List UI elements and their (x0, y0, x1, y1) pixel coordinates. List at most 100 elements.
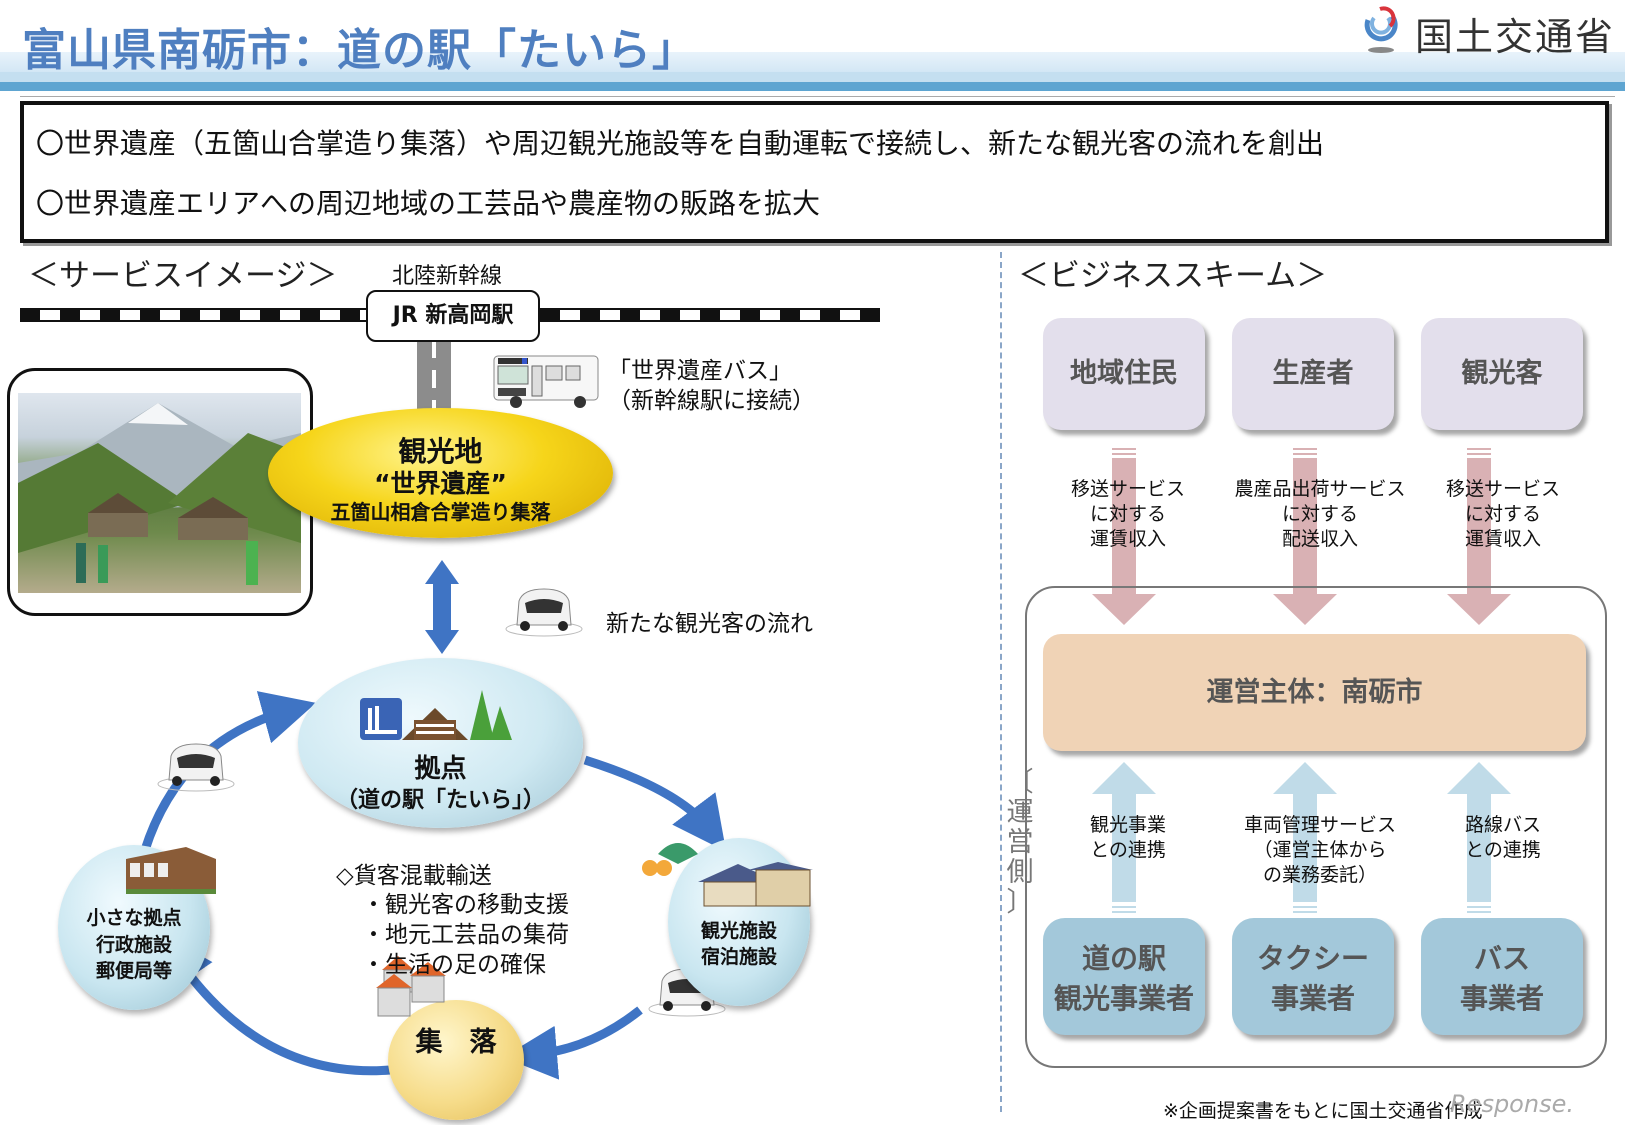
hub-title: 拠点 (414, 754, 467, 784)
arrow-tourism-to-village (503, 1006, 643, 1080)
destination-name: 五箇山相倉合掌造り集落 (330, 500, 551, 524)
new-flow-label: 新たな観光客の流れ (606, 611, 813, 637)
operator-line: 事業者 (1459, 981, 1544, 1015)
station-box: JR 新高岡駅 (366, 290, 540, 342)
summary-line: 〇世界遺産エリアへの周辺地域の工芸品や農産物の販路を拡大 (36, 187, 821, 220)
ministry-name: 国土交通省 (1415, 15, 1616, 59)
mlit-logo-icon (1364, 6, 1398, 53)
village-photo-frame (7, 368, 313, 616)
summary-line: 〇世界遺産（五箇山合掌造り集落）や周辺観光施設等を自動運転で接続し、新たな観光客… (36, 127, 1325, 160)
destination-subtitle: “世界遺産” (374, 469, 507, 498)
stakeholder-tourists: 観光客 (1421, 318, 1583, 430)
revenue-arrow (1092, 448, 1156, 625)
revenue-label-line: 移送サービス (1070, 478, 1185, 500)
support-label-line: との連携 (1465, 839, 1541, 861)
support-label-line: 車両管理サービス (1243, 814, 1396, 836)
support-label-line: 路線バス (1464, 814, 1541, 836)
small-hub-line: 郵便局等 (95, 960, 172, 982)
business-scheme-heading: ＜ビジネススキーム＞ (1018, 258, 1328, 294)
operator-side-label: 〔運営側〕 (1006, 767, 1034, 918)
village-photo (18, 393, 301, 593)
revenue-label: 農産品出荷サービス に対する 配送収入 (1220, 477, 1420, 552)
operator-line: 事業者 (1270, 981, 1355, 1015)
mixed-transport-item: ・観光客の移動支援 (362, 892, 569, 918)
support-arrow (1273, 762, 1337, 913)
operator-line: バス (1473, 941, 1530, 975)
hub-subtitle: （道の駅「たいら」） (335, 788, 545, 813)
hub-node: 拠点 （道の駅「たいら」） (298, 658, 583, 828)
inn-icon (642, 843, 813, 907)
operator-side-frame (1025, 586, 1607, 1068)
tourism-node: 観光施設 宿泊施設 (642, 838, 813, 1006)
page-title: 富山県南砺市：道の駅「たいら」 (22, 25, 697, 76)
watermark: Response. (1450, 1090, 1574, 1118)
arrow-village-to-small-hub (159, 932, 391, 1076)
revenue-label-line: 運賃収入 (1464, 528, 1541, 550)
revenue-label: 移送サービス に対する 運賃収入 (1433, 477, 1573, 552)
section-divider (1000, 252, 1002, 1112)
header-band (0, 52, 1625, 72)
operator-main-box: 運営主体：南砺市 (1043, 634, 1586, 751)
stakeholder-producers: 生産者 (1232, 318, 1394, 430)
village-label: 集 落 (415, 1027, 497, 1058)
support-label-line: （運営主体から (1253, 839, 1387, 861)
operator-michinoeki: 道の駅 観光事業者 (1043, 918, 1205, 1035)
header-divider (20, 96, 1615, 97)
revenue-label-line: に対する (1464, 503, 1541, 525)
support-label: 車両管理サービス （運営主体から の業務委託） (1220, 813, 1420, 888)
footnote: ※企画提案書をもとに国土交通省作成 (1163, 1100, 1483, 1122)
revenue-label-line: に対する (1089, 503, 1166, 525)
mixed-transport-item: ・地元工芸品の集荷 (362, 922, 569, 948)
autonomous-car-icon (505, 588, 583, 637)
small-hub-node: 小さな拠点 行政施設 郵便局等 (58, 845, 216, 1010)
support-label-line: 観光事業 (1089, 814, 1166, 836)
operator-taxi: タクシー 事業者 (1232, 918, 1394, 1035)
small-hub-line: 行政施設 (95, 934, 172, 956)
bus-icon (493, 355, 599, 408)
railway-line-label: 北陸新幹線 (392, 264, 503, 289)
revenue-label-line: 配送収入 (1281, 528, 1358, 550)
revenue-label-line: 運賃収入 (1089, 528, 1166, 550)
michi-no-eki-icon (360, 690, 512, 740)
operator-bus: バス 事業者 (1421, 918, 1583, 1035)
destination-title: 観光地 (398, 435, 483, 468)
header-band (0, 72, 1625, 82)
mixed-transport-title: ◇貨客混載輸送 (336, 863, 492, 889)
double-arrow-icon (425, 560, 459, 654)
revenue-arrow (1273, 448, 1337, 625)
mixed-transport-item: ・生活の足の確保 (362, 952, 546, 978)
operator-line: 観光事業者 (1053, 981, 1194, 1015)
revenue-label-line: 農産品出荷サービス (1234, 478, 1406, 500)
revenue-label-line: に対する (1281, 503, 1358, 525)
village-node: 集 落 (376, 956, 524, 1120)
service-image-heading: ＜サービスイメージ＞ (28, 258, 338, 294)
road (417, 340, 451, 415)
support-label-line: との連携 (1090, 839, 1166, 861)
revenue-arrows (1092, 448, 1511, 625)
bus-label: 「世界遺産バス」 （新幹線駅に接続） (608, 356, 815, 416)
revenue-arrow (1447, 448, 1511, 625)
support-label: 路線バス との連携 (1433, 813, 1573, 863)
arrow-hub-to-tourism (583, 755, 727, 852)
support-arrow (1447, 762, 1511, 913)
summary-box (20, 101, 1609, 243)
header-band (0, 82, 1625, 91)
support-arrow (1092, 762, 1156, 913)
houses-icon (376, 956, 446, 1017)
destination-node: 観光地 “世界遺産” 五箇山相倉合掌造り集落 (268, 408, 613, 538)
autonomous-car-icon (157, 743, 235, 792)
stakeholder-residents: 地域住民 (1043, 318, 1205, 430)
tourism-line: 宿泊施設 (700, 946, 777, 968)
revenue-label-line: 移送サービス (1445, 478, 1560, 500)
operator-line: タクシー (1256, 941, 1369, 975)
circulation-arrows (140, 560, 727, 1080)
revenue-label: 移送サービス に対する 運賃収入 (1058, 477, 1198, 552)
small-hub-line: 小さな拠点 (86, 907, 182, 929)
building-icon (126, 847, 216, 894)
bus-connection: （新幹線駅に接続） (608, 388, 815, 414)
support-label: 観光事業 との連携 (1058, 813, 1198, 863)
operator-line: 道の駅 (1081, 941, 1166, 975)
support-arrows (1092, 762, 1511, 913)
tourism-line: 観光施設 (700, 920, 777, 942)
support-label-line: の業務委託） (1262, 864, 1377, 886)
